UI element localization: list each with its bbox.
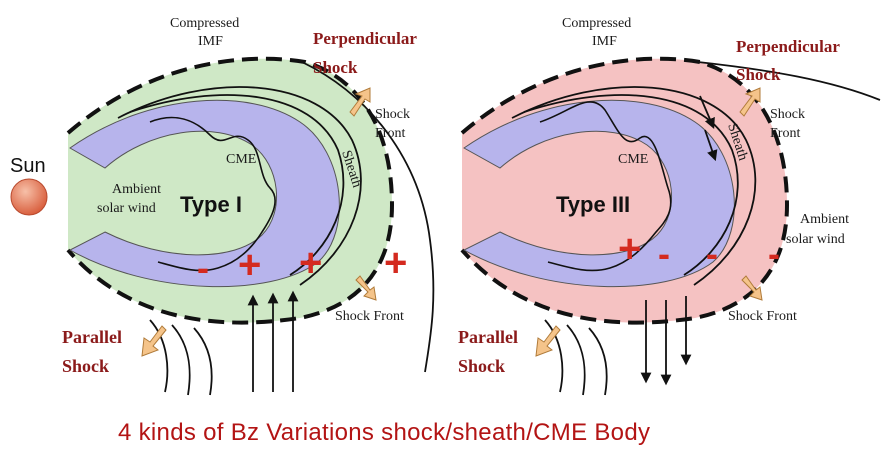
left-bz-sign-1: - xyxy=(197,247,209,288)
right-bottom-line-2 xyxy=(567,325,585,395)
right-bottom-line-3 xyxy=(589,328,607,395)
right-parallel-arrow xyxy=(536,326,560,356)
left-bz-sign-2: + xyxy=(238,243,261,287)
right-shock-front-bottom: Shock Front xyxy=(728,309,797,324)
right-type-label: Type III xyxy=(556,192,630,217)
right-perpendicular-line1: Perpendicular xyxy=(736,37,840,56)
left-cme-label: CME xyxy=(226,152,256,167)
right-bz-sign-1: + xyxy=(618,227,641,271)
left-perpendicular-line2: Shock xyxy=(313,58,358,77)
sun-label: Sun xyxy=(10,155,46,177)
left-parallel-line2: Shock xyxy=(62,356,109,376)
left-shock-front-top-line1: Shock xyxy=(375,107,410,122)
right-panel: Compressed IMF Perpendicular Shock Shock… xyxy=(458,16,880,395)
left-ambient-line1: Ambient xyxy=(112,182,161,197)
right-perpendicular-line2: Shock xyxy=(736,65,781,84)
figure-caption: 4 kinds of Bz Variations shock/sheath/CM… xyxy=(118,419,650,446)
left-parallel-line1: Parallel xyxy=(62,327,122,347)
right-bz-sign-3: - xyxy=(706,233,718,274)
left-perpendicular-line1: Perpendicular xyxy=(313,29,417,48)
left-bottom-line-2 xyxy=(172,325,190,395)
left-shock-front-bottom: Shock Front xyxy=(335,309,404,324)
left-panel: Compressed IMF Perpendicular Shock Shock… xyxy=(62,16,433,395)
right-compressed-imf-line1: Compressed xyxy=(562,16,631,31)
right-parallel-line2: Shock xyxy=(458,356,505,376)
right-ambient-line2: solar wind xyxy=(786,232,845,247)
right-bz-sign-2: - xyxy=(658,233,670,274)
left-ambient-line2: solar wind xyxy=(97,201,156,216)
left-bottom-line-3 xyxy=(194,328,212,395)
sun-icon xyxy=(11,179,47,215)
sun-group: Sun xyxy=(10,155,47,215)
left-compressed-imf-line2: IMF xyxy=(198,34,223,49)
right-parallel-line1: Parallel xyxy=(458,327,518,347)
left-bz-sign-4: + xyxy=(384,241,407,285)
right-cme-label: CME xyxy=(618,152,648,167)
left-bz-sign-3: + xyxy=(299,241,322,285)
left-shock-front-top-line2: Front xyxy=(375,126,405,141)
left-compressed-imf-line1: Compressed xyxy=(170,16,239,31)
right-ambient-line1: Ambient xyxy=(800,212,849,227)
right-compressed-imf-line2: IMF xyxy=(592,34,617,49)
left-type-label: Type I xyxy=(180,192,242,217)
right-bz-sign-4: - xyxy=(768,233,780,274)
right-shock-front-top-line2: Front xyxy=(770,126,800,141)
right-shock-front-top-line1: Shock xyxy=(770,107,805,122)
